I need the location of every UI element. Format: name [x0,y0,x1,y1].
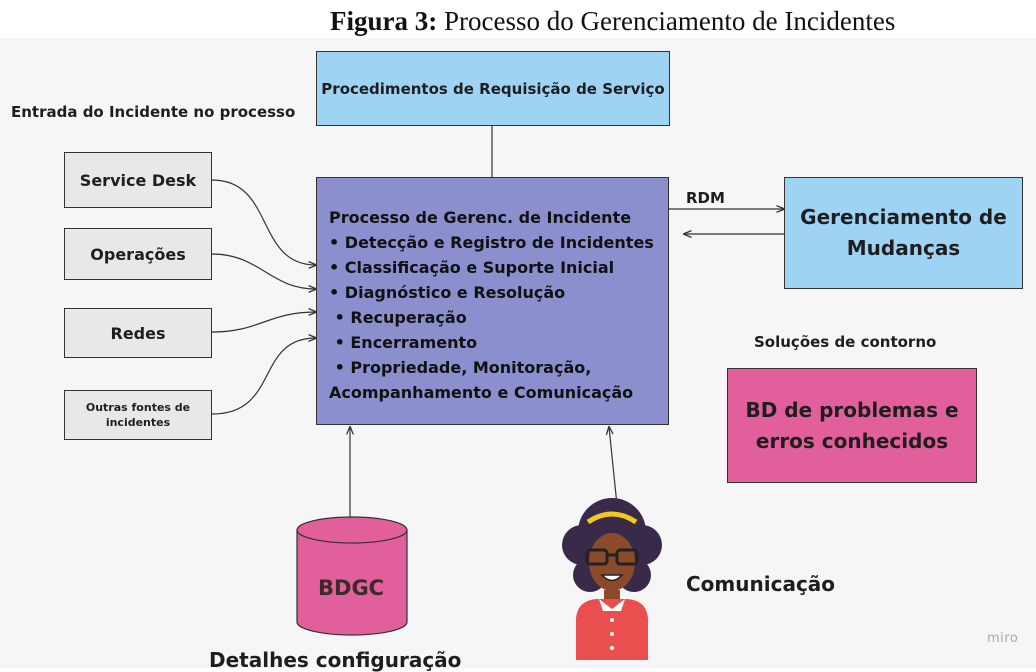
process-item: • Propriedade, Monitoração, [329,358,592,377]
figure-title-prefix: Figura 3: [330,6,438,36]
bdgc-caption: Detalhes configuração [209,648,462,672]
process-title: Processo de Gerenc. de Incidente [329,208,632,227]
operations-arrow [211,253,316,289]
source-other: Outras fontes de incidentes [64,390,212,440]
change-management-label: Gerenciamento de Mudanças [800,205,1007,260]
source-label: Operações [90,244,186,264]
database-cylinder-icon [296,516,408,636]
service-desk-arrow [211,179,316,265]
miro-watermark: miro [987,631,1019,646]
rdm-label: RDM [686,189,725,207]
service-request-procedures-label: Procedimentos de Requisição de Serviço [321,79,665,98]
source-service-desk: Service Desk [64,152,212,208]
figure-title: Figura 3: Processo do Gerenciamento de I… [330,4,1030,38]
process-item: • Diagnóstico e Resolução [329,283,566,302]
process-item: • Recuperação [329,308,467,327]
incident-management-process-box: Processo de Gerenc. de Incidente • Detec… [316,177,669,425]
change-management-box: Gerenciamento de Mudanças [784,177,1023,289]
person-avatar-icon [562,498,662,660]
known-errors-db-label: BD de problemas e erros conhecidos [745,397,959,453]
incident-input-label: Entrada do Incidente no processo [11,103,296,121]
source-operations: Operações [64,228,212,280]
process-item: Acompanhamento e Comunicação [329,383,634,402]
source-networks: Redes [64,308,212,358]
known-errors-db-box: BD de problemas e erros conhecidos [727,368,977,483]
communication-label: Comunicação [686,572,836,596]
process-item: • Encerramento [329,333,478,352]
bdgc-label: BDGC [318,576,385,600]
process-item: • Detecção e Registro de Incidentes [329,233,654,252]
source-label: Redes [110,323,166,343]
source-label: Service Desk [79,170,197,190]
figure-title-text: Processo do Gerenciamento de Incidentes [437,6,896,36]
workaround-label: Soluções de contorno [754,333,937,351]
communication-arrow [609,427,618,506]
source-label: Outras fontes de incidentes [85,401,191,429]
other-sources-arrow [211,338,316,415]
service-request-procedures-box: Procedimentos de Requisição de Serviço [316,51,670,126]
networks-arrow [211,312,316,333]
process-item: • Classificação e Suporte Inicial [329,258,615,277]
